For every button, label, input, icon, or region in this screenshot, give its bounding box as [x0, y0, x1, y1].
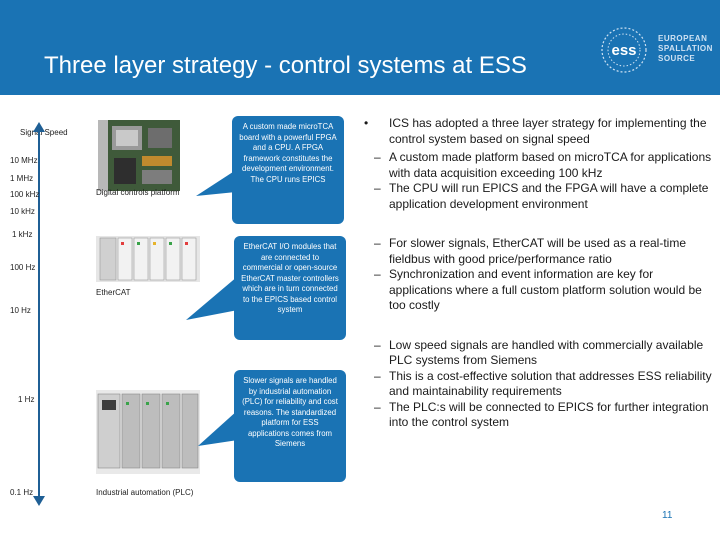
callout-bubble-microtca: A custom made microTCA board with a powe… — [232, 116, 344, 224]
platform-label: EtherCAT — [96, 288, 131, 297]
axis-heading: Signal Speed — [20, 128, 68, 137]
dash-marker: – — [374, 267, 381, 281]
dash-marker: – — [374, 181, 381, 195]
dash-marker: – — [374, 368, 381, 383]
callout-text: EtherCAT I/O modules that are connected … — [241, 242, 339, 314]
axis-tick: 10 kHz — [10, 207, 35, 216]
sub-bullet-text: Synchronization and event information ar… — [389, 267, 702, 312]
dash-marker: – — [374, 150, 381, 164]
axis-tick: 100 Hz — [10, 263, 36, 272]
axis-tick: 1 kHz — [12, 230, 33, 239]
sub-bullet-item: – The PLC:s will be connected to EPICS f… — [364, 400, 712, 431]
sub-bullet-item: – Low speed signals are handled with com… — [364, 338, 712, 369]
logo-word: SPALLATION — [658, 44, 713, 53]
dash-marker: – — [374, 399, 381, 414]
callout-bubble-ethercat: EtherCAT I/O modules that are connected … — [234, 236, 346, 340]
ess-logo-icon: ess — [601, 27, 647, 73]
axis-tick: 0.1 Hz — [10, 488, 34, 497]
ess-logo: ess EUROPEAN SPALLATION SOURCE — [596, 22, 716, 78]
bullet-marker: • — [364, 116, 369, 130]
axis-tick: 1 Hz — [18, 395, 35, 404]
sub-bullet-item: – This is a cost-effective solution that… — [364, 369, 712, 400]
plc-image — [96, 380, 200, 480]
platform-label: Digital controls platform — [96, 188, 180, 197]
sub-bullet-text: A custom made platform based on microTCA… — [389, 150, 712, 180]
callout-text: Slower signals are handled by industrial… — [242, 376, 338, 448]
ethercat-modules-image — [96, 232, 200, 284]
signal-speed-axis — [38, 130, 40, 500]
axis-arrow-up-icon — [33, 122, 45, 132]
slide-header — [0, 0, 720, 95]
sub-bullet-text: The CPU will run EPICS and the FPGA will… — [389, 181, 709, 211]
axis-tick: 1 MHz — [10, 174, 34, 183]
platform-label: Industrial automation (PLC) — [96, 488, 194, 497]
dash-marker: – — [374, 236, 381, 250]
logo-word: SOURCE — [658, 54, 696, 63]
sub-bullet-text: This is a cost-effective solution that a… — [389, 368, 712, 399]
page-number: 11 — [662, 510, 673, 521]
logo-word: EUROPEAN — [658, 34, 708, 43]
sub-bullet-item: – The CPU will run EPICS and the FPGA wi… — [364, 181, 712, 212]
bullet-list: • ICS has adopted a three layer strategy… — [364, 116, 712, 431]
ess-logo-words: EUROPEAN SPALLATION SOURCE — [658, 34, 713, 64]
slide-title: Three layer strategy - control systems a… — [44, 52, 527, 79]
sub-bullet-text: The PLC:s will be connected to EPICS for… — [389, 399, 709, 430]
bubble-pointer — [186, 276, 238, 320]
bullet-item: • ICS has adopted a three layer strategy… — [364, 116, 712, 147]
bubble-pointer — [196, 170, 236, 196]
axis-tick: 10 MHz — [10, 156, 38, 165]
bullet-text: ICS has adopted a three layer strategy f… — [389, 116, 707, 146]
sub-bullet-item: – A custom made platform based on microT… — [364, 150, 712, 181]
sub-bullet-item: – Synchronization and event information … — [364, 267, 712, 314]
axis-tick: 10 Hz — [10, 306, 31, 315]
callout-bubble-plc: Slower signals are handled by industrial… — [234, 370, 346, 482]
callout-text: A custom made microTCA board with a powe… — [239, 122, 337, 184]
bubble-pointer — [198, 410, 238, 446]
axis-arrow-down-icon — [33, 496, 45, 506]
ess-logo-mark: ess — [611, 42, 636, 59]
microtca-board-image — [96, 118, 182, 193]
sub-bullet-text: For slower signals, EtherCAT will be use… — [389, 236, 686, 266]
sub-bullet-text: Low speed signals are handled with comme… — [389, 337, 704, 368]
dash-marker: – — [374, 337, 381, 352]
axis-tick: 100 kHz — [10, 190, 40, 199]
sub-bullet-item: – For slower signals, EtherCAT will be u… — [364, 236, 712, 267]
